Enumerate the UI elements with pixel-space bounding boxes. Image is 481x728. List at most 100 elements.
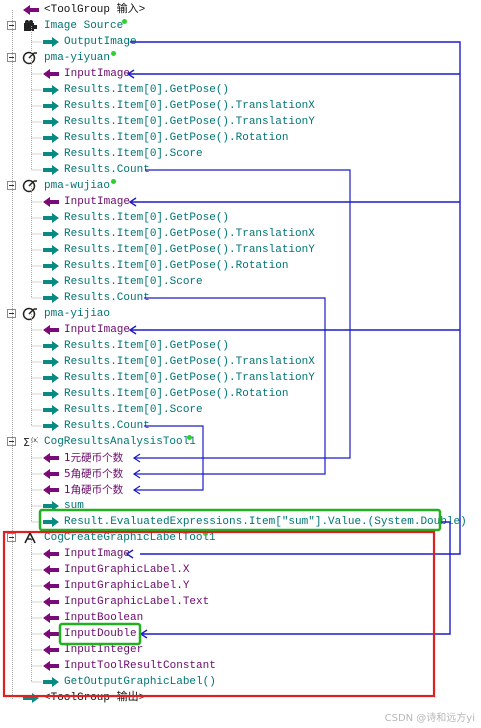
terminal-label: InputGraphicLabel.X: [64, 564, 190, 576]
tree-row-output-sum-value[interactable]: Result.EvaluatedExpressions.Item["sum"].…: [0, 514, 481, 530]
tree-row-output[interactable]: Results.Item[0].Score: [0, 274, 481, 290]
terminal-label: Results.Item[0].GetPose().TranslationY: [64, 116, 315, 128]
output-arrow-icon: [43, 389, 59, 399]
tool-name: CogCreateGraphicLabelTool1: [44, 532, 216, 544]
tree-row-image-source[interactable]: Image Source: [0, 18, 481, 34]
terminal-label: Results.Item[0].Score: [64, 404, 203, 416]
tree-row-output[interactable]: Results.Item[0].GetPose(): [0, 82, 481, 98]
output-arrow-icon: [43, 229, 59, 239]
terminal-label: Results.Item[0].GetPose(): [64, 212, 230, 224]
terminal-label: GetOutputGraphicLabel(): [64, 676, 216, 688]
tree-row-output[interactable]: Results.Item[0].GetPose().TranslationX: [0, 354, 481, 370]
status-dot: [203, 531, 208, 536]
tool-name: pma-yiyuan: [44, 52, 111, 64]
terminal-label: InputToolResultConstant: [64, 660, 216, 672]
tree-row-input[interactable]: InputInteger: [0, 642, 481, 658]
tree-row-input[interactable]: InputGraphicLabel.X: [0, 562, 481, 578]
status-dot: [111, 179, 116, 184]
terminal-label: 1元硬币个数: [64, 452, 124, 464]
tree-row-output[interactable]: Results.Count: [0, 290, 481, 306]
input-arrow-icon: [43, 613, 59, 623]
terminal-label: Results.Item[0].GetPose(): [64, 340, 230, 352]
tree-row-output[interactable]: Results.Item[0].GetPose().TranslationX: [0, 226, 481, 242]
collapse-toggle[interactable]: [7, 181, 16, 190]
tree-row-input[interactable]: InputGraphicLabel.Y: [0, 578, 481, 594]
tree-row-input[interactable]: InputImage: [0, 194, 481, 210]
output-arrow-icon: [43, 213, 59, 223]
tree-row-toolgroup-input[interactable]: <ToolGroup 输入>: [0, 2, 481, 18]
collapse-toggle[interactable]: [7, 53, 16, 62]
terminal-label: Results.Item[0].GetPose(): [64, 84, 230, 96]
tree-row-output[interactable]: Results.Item[0].Score: [0, 402, 481, 418]
tree-row-input[interactable]: InputImage: [0, 322, 481, 338]
input-arrow-icon: [43, 69, 59, 79]
output-arrow-icon: [43, 37, 59, 47]
watermark: CSDN @诗和远方yi: [384, 713, 475, 724]
input-arrow-icon: [43, 469, 59, 479]
tree-row-output[interactable]: sum: [0, 498, 481, 514]
pattern-tool-icon: [22, 179, 37, 193]
tree-row-output[interactable]: Results.Item[0].GetPose().TranslationX: [0, 98, 481, 114]
input-arrow-icon: [43, 565, 59, 575]
tree-row-input[interactable]: InputImage: [0, 66, 481, 82]
tree-row-input[interactable]: InputImage: [0, 546, 481, 562]
terminal-label: Results.Item[0].GetPose().Rotation: [64, 132, 289, 144]
tree-row-input[interactable]: InputGraphicLabel.Text: [0, 594, 481, 610]
output-arrow-icon: [43, 101, 59, 111]
collapse-toggle[interactable]: [7, 533, 16, 542]
tree-row-output[interactable]: Results.Count: [0, 418, 481, 434]
output-arrow-icon: [43, 261, 59, 271]
tree-row-output[interactable]: Results.Item[0].GetPose().TranslationY: [0, 370, 481, 386]
terminal-label: Results.Item[0].Score: [64, 148, 203, 160]
tool-name: pma-yijiao: [44, 308, 111, 320]
output-arrow-icon: [43, 341, 59, 351]
collapse-toggle[interactable]: [7, 309, 16, 318]
tree-row-output[interactable]: OutputImage: [0, 34, 481, 50]
tree-row-output[interactable]: GetOutputGraphicLabel(): [0, 674, 481, 690]
tree-row-output[interactable]: Results.Item[0].Score: [0, 146, 481, 162]
tree-row-toolgroup-output[interactable]: <ToolGroup 输出>: [0, 690, 481, 706]
terminal-label: InputImage: [64, 196, 131, 208]
tree-row-output[interactable]: Results.Item[0].GetPose(): [0, 210, 481, 226]
tree-row-output[interactable]: Results.Count: [0, 162, 481, 178]
tree-row-output[interactable]: Results.Item[0].GetPose(): [0, 338, 481, 354]
terminal-label: InputGraphicLabel.Y: [64, 580, 190, 592]
tree-row-input[interactable]: InputToolResultConstant: [0, 658, 481, 674]
tree-row-input[interactable]: 1元硬币个数: [0, 450, 481, 466]
tree-row-output[interactable]: Results.Item[0].GetPose().Rotation: [0, 386, 481, 402]
tree-row-input[interactable]: InputBoolean: [0, 610, 481, 626]
output-arrow-icon: [43, 277, 59, 287]
status-dot: [187, 435, 192, 440]
output-arrow-icon: [43, 517, 59, 527]
output-arrow-icon: [43, 165, 59, 175]
terminal-label: Results.Item[0].GetPose().Rotation: [64, 388, 289, 400]
input-arrow-icon: [23, 5, 39, 15]
tree-row-output[interactable]: Results.Item[0].GetPose().TranslationY: [0, 242, 481, 258]
terminal-label: InputImage: [64, 324, 131, 336]
output-arrow-icon: [43, 133, 59, 143]
tree-row-output[interactable]: Results.Item[0].GetPose().TranslationY: [0, 114, 481, 130]
status-dot: [111, 51, 116, 56]
tree-row-pma-yijiao[interactable]: pma-yijiao: [0, 306, 481, 322]
tree-row-input-double[interactable]: InputDouble: [0, 626, 481, 642]
tree-row-pma-yiyuan[interactable]: pma-yiyuan: [0, 50, 481, 66]
collapse-toggle[interactable]: [7, 21, 16, 30]
tree-row-output[interactable]: Results.Item[0].GetPose().Rotation: [0, 258, 481, 274]
input-arrow-icon: [43, 549, 59, 559]
tree-row-graphic-label-tool[interactable]: CogCreateGraphicLabelTool1: [0, 530, 481, 546]
tree-row-results-analysis-tool[interactable]: Σ(x) CogResultsAnalysisTool1: [0, 434, 481, 450]
output-arrow-icon: [43, 357, 59, 367]
terminal-label: InputInteger: [64, 644, 144, 656]
output-arrow-icon: [43, 149, 59, 159]
tree-row-pma-wujiao[interactable]: pma-wujiao: [0, 178, 481, 194]
camera-icon: [24, 20, 37, 31]
label-tool-icon: [24, 531, 36, 544]
tree-row-input[interactable]: 5角硬币个数: [0, 466, 481, 482]
terminal-label: Results.Item[0].GetPose().TranslationY: [64, 372, 315, 384]
tree-row-input[interactable]: 1角硬币个数: [0, 482, 481, 498]
collapse-toggle[interactable]: [7, 437, 16, 446]
tree-row-output[interactable]: Results.Item[0].GetPose().Rotation: [0, 130, 481, 146]
input-arrow-icon: [43, 645, 59, 655]
input-arrow-icon: [43, 453, 59, 463]
